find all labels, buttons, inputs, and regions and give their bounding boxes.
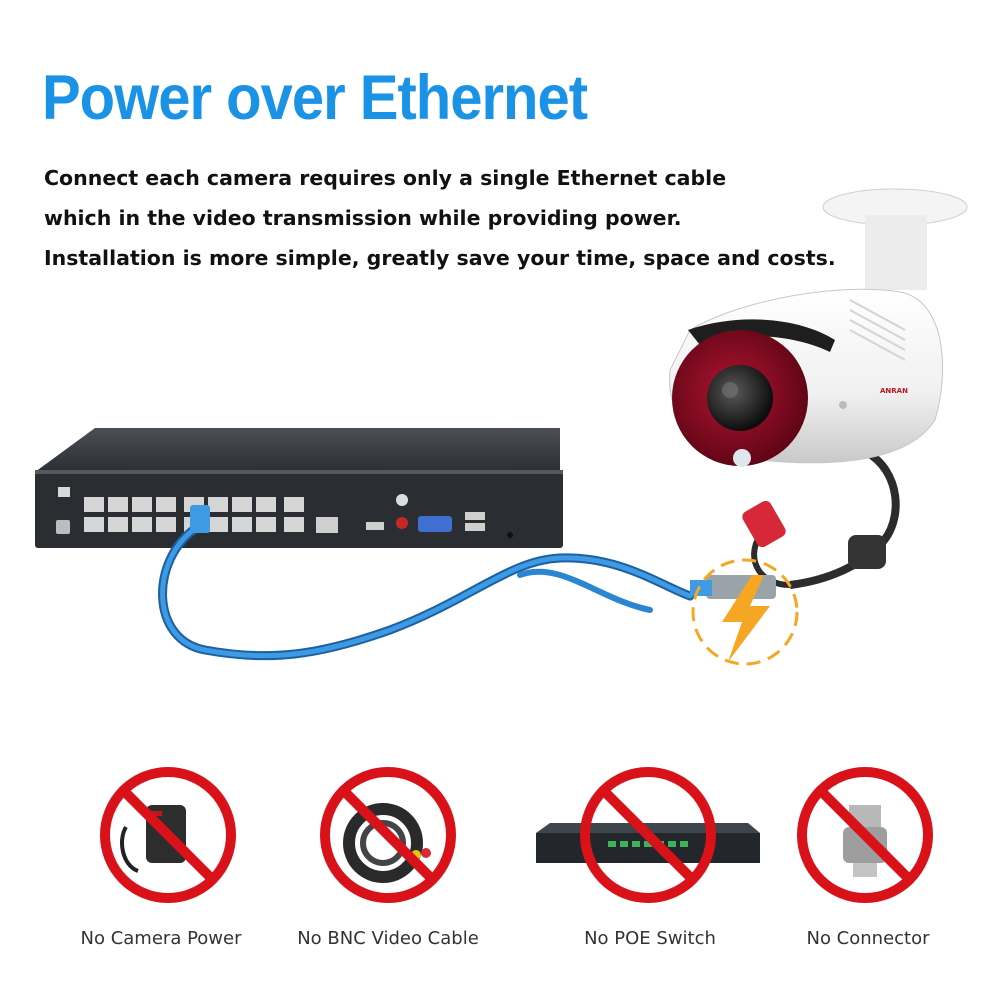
ethernet-port: [132, 497, 152, 512]
dc-jack-icon: [56, 520, 70, 534]
ethernet-port: [156, 497, 176, 512]
power-highlight-ring: [691, 558, 799, 666]
light-sensor-icon: [733, 449, 751, 467]
caption-no-connector: No Connector: [806, 928, 930, 949]
lens-icon: [707, 365, 773, 431]
ethernet-port: [132, 517, 152, 532]
no-poe-switch: [536, 767, 760, 903]
description-line: which in the video transmission while pr…: [44, 206, 682, 230]
camera-vents: [849, 299, 906, 361]
audio-out-icon: [396, 517, 408, 529]
ethernet-port: [256, 517, 276, 532]
page-title: Power over Ethernet: [42, 63, 588, 134]
nvr-recorder: [35, 428, 563, 548]
ethernet-port: [108, 497, 128, 512]
description-line: Connect each camera requires only a sing…: [44, 166, 727, 190]
ethernet-port: [232, 497, 252, 512]
dc-power-connector-icon: [742, 500, 786, 548]
caption-no-bnc-video-cable: No BNC Video Cable: [297, 928, 479, 949]
bullet-camera: ANRAN: [669, 188, 968, 467]
rj45-plug-icon: [190, 505, 210, 533]
prohibited-items: [100, 767, 933, 903]
camera-logo: ANRAN: [880, 387, 908, 395]
ethernet-port: [208, 517, 228, 532]
ethernet-port: [284, 497, 304, 512]
lightning-bolt-icon: [722, 575, 770, 662]
ethernet-port: [256, 497, 276, 512]
hdmi-port-icon: [366, 522, 384, 530]
nvr-top-panel: [35, 428, 560, 472]
caption-no-camera-power: No Camera Power: [80, 928, 242, 949]
prohibit-icon: [100, 767, 236, 903]
no-connector: [797, 767, 933, 903]
no-bnc-video-cable: [320, 767, 456, 903]
camera-mount-arm: [865, 215, 927, 290]
audio-in-icon: [396, 494, 408, 506]
no-camera-power: [100, 767, 236, 903]
ethernet-port: [156, 517, 176, 532]
caption-no-poe-switch: No POE Switch: [584, 928, 716, 949]
prohibit-icon: [320, 767, 456, 903]
ethernet-port: [84, 497, 104, 512]
ethernet-port: [108, 517, 128, 532]
description: Connect each camera requires only a sing…: [44, 158, 836, 278]
description-line: Installation is more simple, greatly sav…: [44, 246, 836, 270]
ethernet-port: [284, 517, 304, 532]
power-switch-icon: [58, 487, 70, 497]
usb-port-icon: [465, 512, 485, 520]
ethernet-port: [84, 517, 104, 532]
prohibit-icon: [580, 767, 716, 903]
lan-port-icon: [316, 517, 338, 533]
prohibit-icon: [797, 767, 933, 903]
bnc-cable-icon: [343, 803, 423, 883]
poe-ports-icon: [84, 497, 304, 532]
ethernet-port: [232, 517, 252, 532]
ethernet-cable: [158, 523, 695, 661]
vga-port-icon: [418, 516, 452, 532]
ethernet-port: [208, 497, 228, 512]
